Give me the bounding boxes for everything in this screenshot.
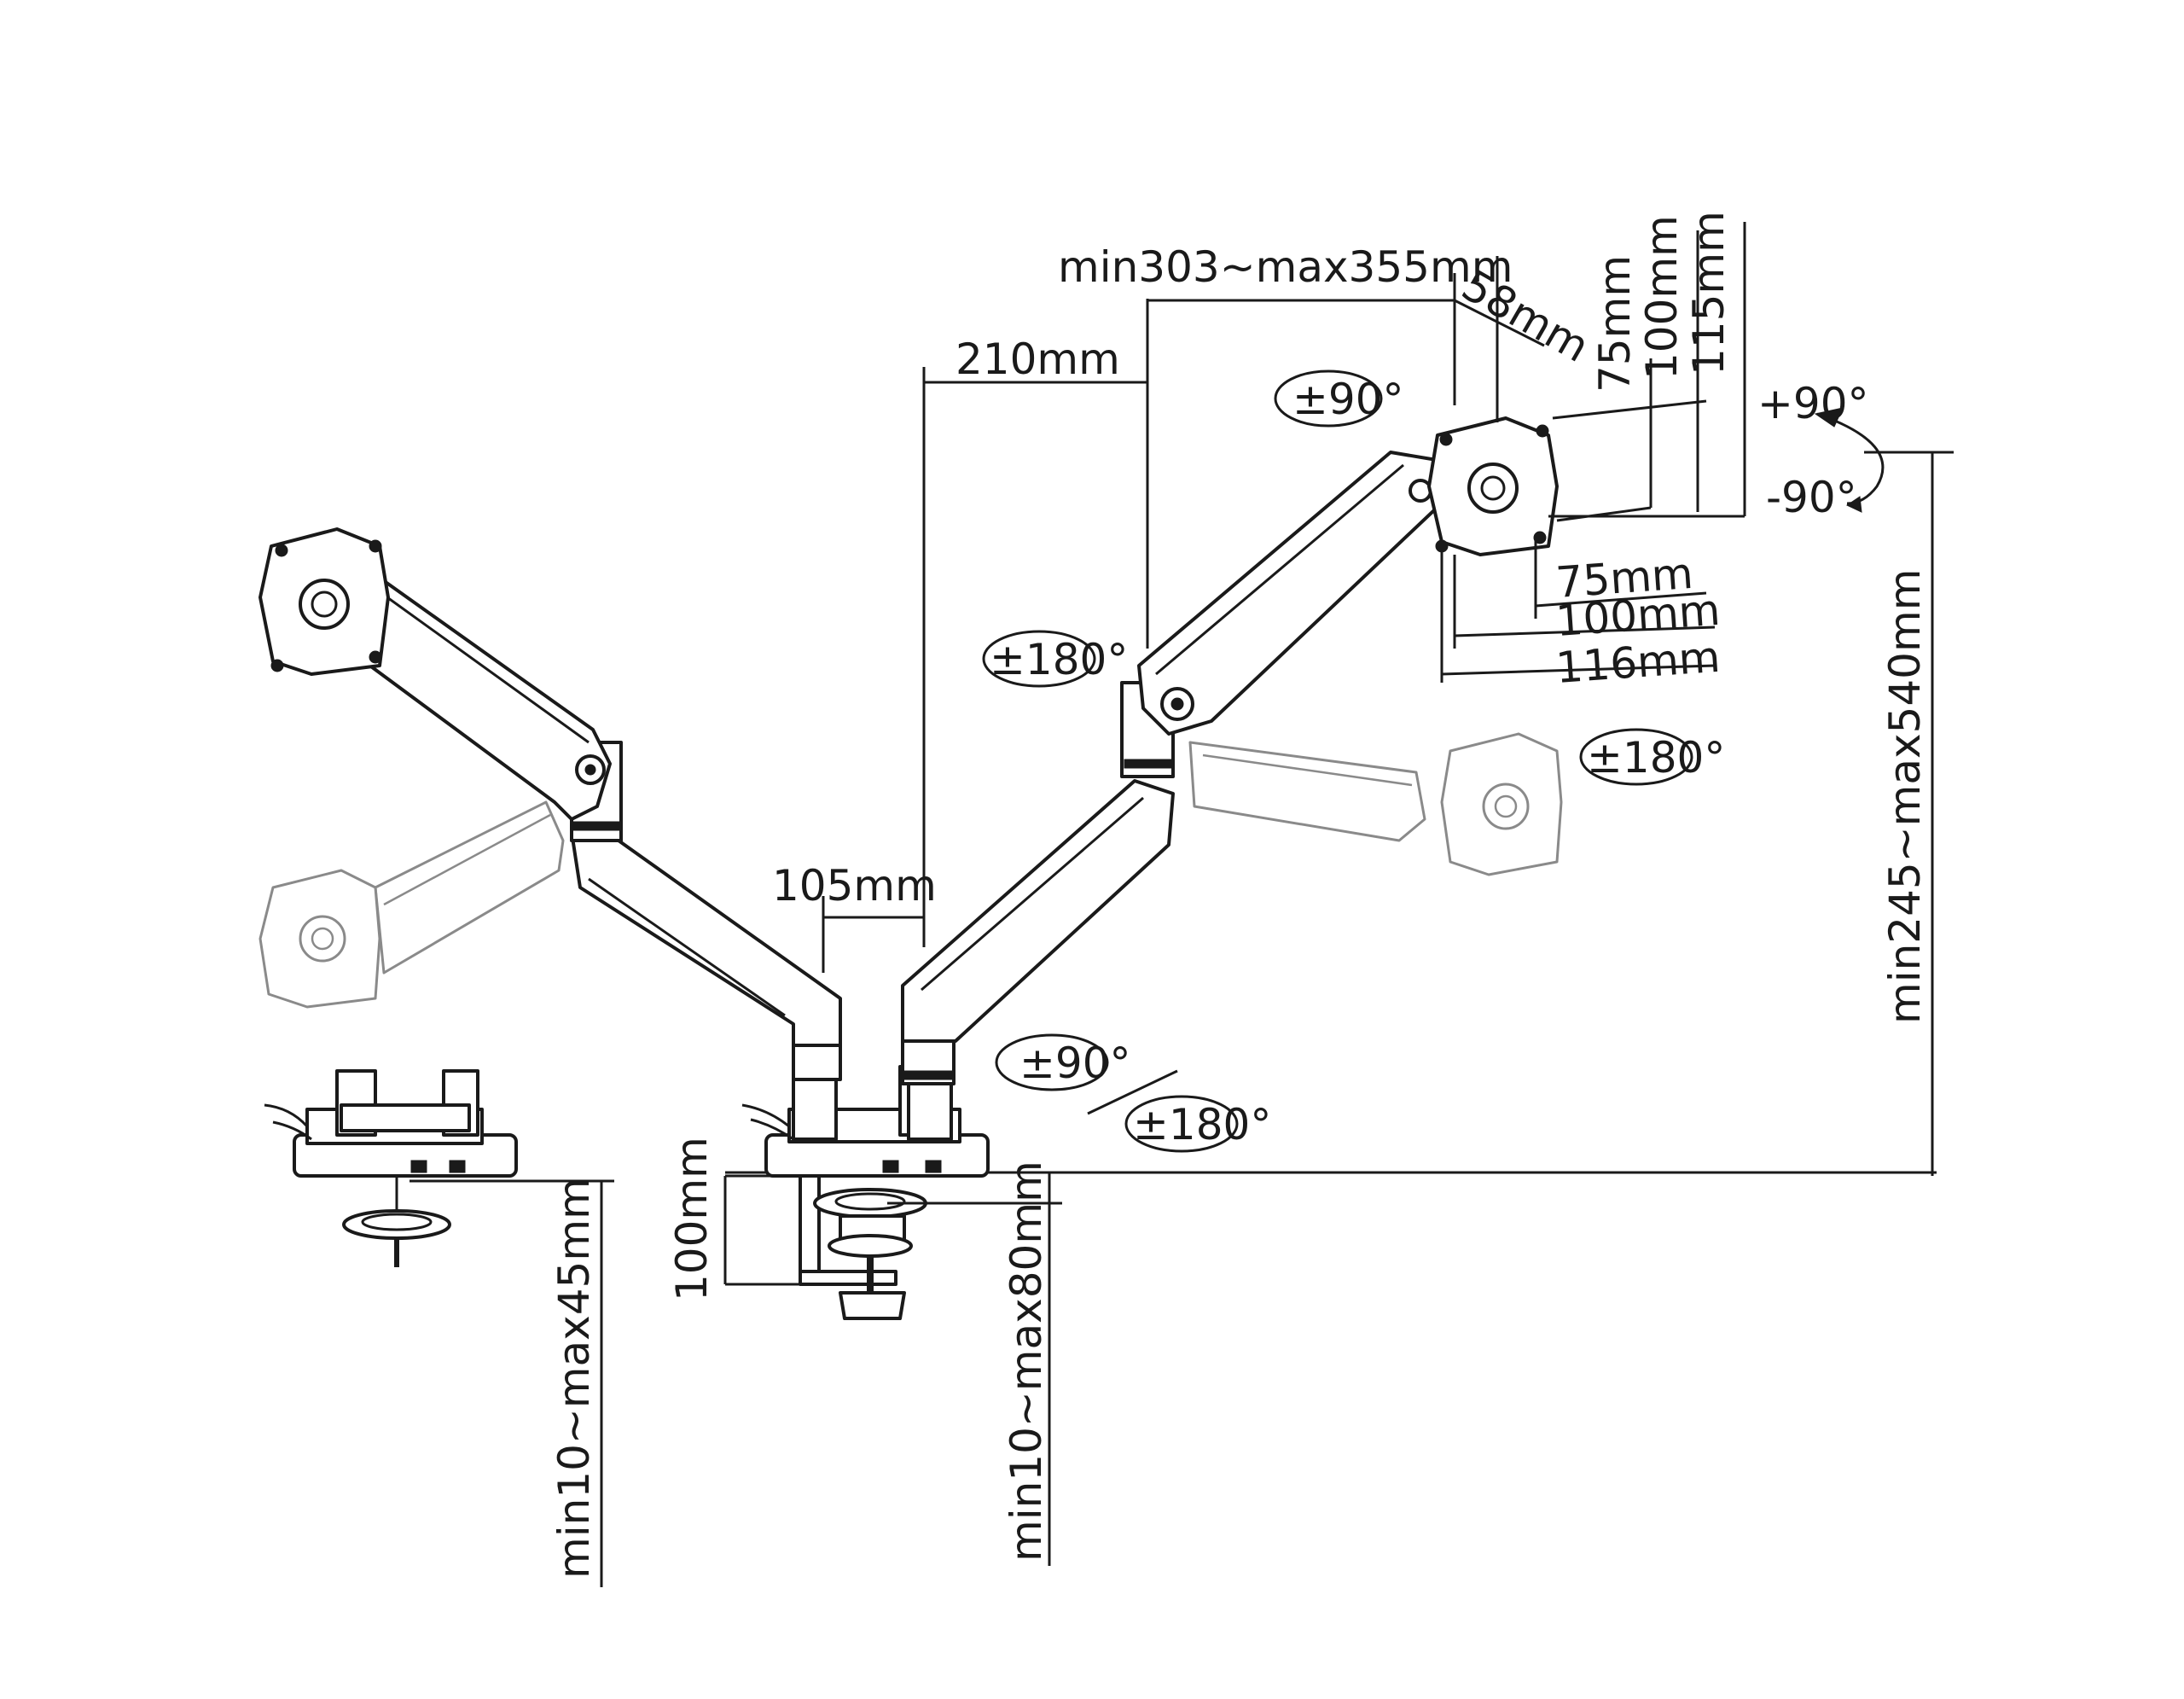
height-range-label: min245~max540mm xyxy=(1880,569,1930,1024)
grommet-clamp-label: min10~max45mm xyxy=(549,1178,599,1579)
vesa-v75-label: 75mm xyxy=(1590,255,1640,393)
offset-210-label: 210mm xyxy=(956,335,1120,384)
swivel-head-label: ±90° xyxy=(1292,375,1404,424)
vesa-h116-label: 116mm xyxy=(1554,632,1722,693)
desk-clamp-label: min10~max80mm xyxy=(1002,1161,1051,1562)
offset-105-label: 105mm xyxy=(772,861,937,911)
tilt-minus-label: -90° xyxy=(1766,473,1857,522)
right-arm-alt-position xyxy=(1188,732,1563,876)
right-arm xyxy=(901,416,1559,1141)
left-arm-alt-position xyxy=(258,800,565,1009)
arm-length-label: min303~max355mm xyxy=(1058,242,1513,292)
rotate-head-label: ±180° xyxy=(1587,733,1725,783)
depth-58-label: 58mm xyxy=(1454,260,1597,372)
vesa-h75-label: 75mm xyxy=(1554,549,1695,608)
grommet-base-view xyxy=(264,1069,518,1267)
rotate-arm-label: ±180° xyxy=(990,635,1128,684)
swivel-base-label: ±90° xyxy=(1019,1039,1131,1088)
rotate-base-label: ±180° xyxy=(1133,1100,1271,1149)
rotation-indicators xyxy=(982,369,1693,1153)
clamp-height-label: 100mm xyxy=(667,1137,717,1301)
vesa-h100-label: 100mm xyxy=(1554,585,1722,646)
dimension-lines xyxy=(410,222,1954,1587)
tilt-plus-label: +90° xyxy=(1757,379,1869,428)
left-arm xyxy=(258,527,842,1141)
vesa-v100-label: 100mm xyxy=(1637,215,1687,380)
vesa-v115-label: 115mm xyxy=(1684,211,1734,375)
